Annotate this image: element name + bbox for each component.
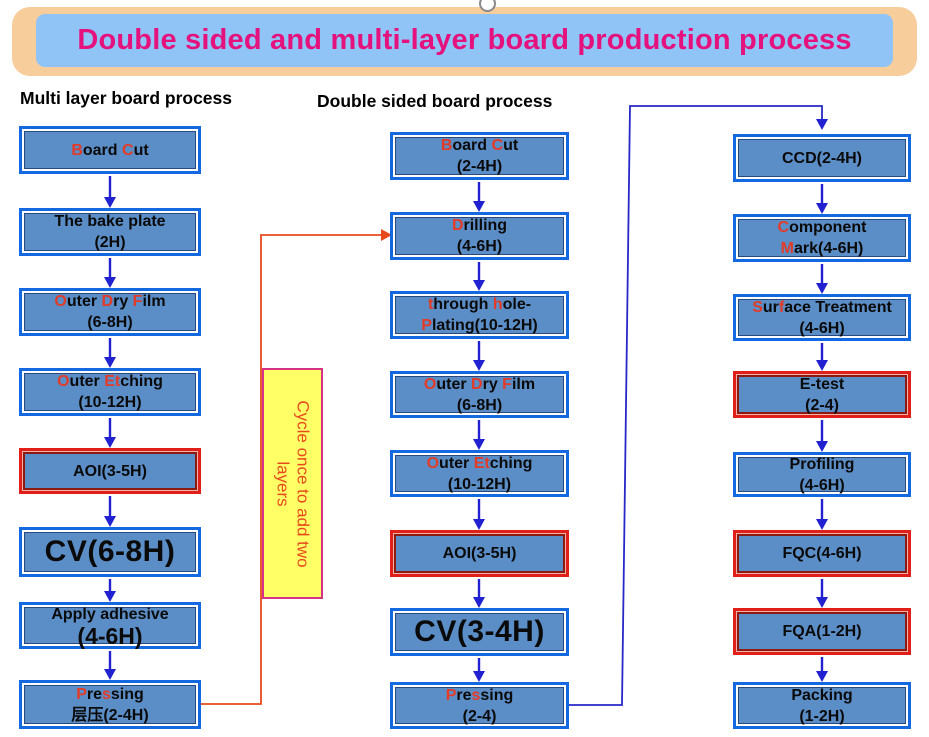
process-box-label: CV(6-8H) <box>44 535 176 568</box>
cycle-note-text: Cycle once to add two layers <box>264 371 321 596</box>
process-box-label: (10-12H) <box>78 394 142 411</box>
process-box-cv[interactable]: CV(3-4H) <box>390 608 569 656</box>
process-box-ccd[interactable]: CCD(2-4H) <box>733 134 911 182</box>
title-banner-inner: Double sided and multi-layer board produ… <box>36 14 893 67</box>
process-box-label: 层压(2-4H) <box>71 706 149 724</box>
process-box-label: E-test <box>799 375 845 393</box>
process-box-label: (6-8H) <box>87 314 133 331</box>
process-box-label: (2-4) <box>462 707 497 725</box>
process-box-label: (4-6H) <box>799 476 845 494</box>
process-box-aoi[interactable]: AOI(3-5H) <box>19 448 201 494</box>
page-title: Double sided and multi-layer board produ… <box>77 24 852 56</box>
process-box-label: Board Cut <box>71 141 149 159</box>
process-box-label: Drilling <box>451 217 508 234</box>
process-box-outer-dry-film[interactable]: Outer Dry Film (6-8H) <box>19 288 201 336</box>
process-box-cv[interactable]: CV(6-8H) <box>19 527 201 577</box>
process-box-label: (10-12H) <box>447 475 512 493</box>
process-box-label: The bake plate <box>54 213 166 230</box>
process-box-label: Outer Etching <box>57 373 163 390</box>
process-box-label: CCD(2-4H) <box>782 149 862 167</box>
process-box-label: (4-6H) <box>456 238 503 255</box>
process-box-label: through hole- <box>427 296 532 313</box>
process-box-label: FQC(4-6H) <box>782 545 862 562</box>
process-box-label: Outer Dry Film <box>54 293 166 310</box>
process-box-aoi[interactable]: AOI(3-5H) <box>390 530 569 577</box>
process-box-label: FQA(1-2H) <box>782 623 862 640</box>
process-box-label: Apply adhesive <box>51 605 169 623</box>
cycle-note[interactable]: Cycle once to add two layers <box>262 368 323 599</box>
process-box-apply-adhesive[interactable]: Apply adhesive(4-6H) <box>19 602 201 649</box>
process-box-label: Packing <box>791 686 853 704</box>
process-box-drilling[interactable]: Drilling (4-6H) <box>390 212 569 260</box>
process-box-label: Board Cut <box>440 137 519 154</box>
cycle-note-line2: layers <box>273 460 293 507</box>
process-box-board-cut[interactable]: Board Cut (2-4H) <box>390 132 569 180</box>
process-box-label: Pressing <box>76 685 144 703</box>
process-box-profiling[interactable]: Profiling (4-6H) <box>733 452 911 497</box>
process-box-e-test[interactable]: E-test (2-4) <box>733 371 911 418</box>
process-box-label: Surface Treatment <box>752 298 892 316</box>
process-box-fqa[interactable]: FQA(1-2H) <box>733 608 911 655</box>
process-box-label: (2-4H) <box>456 158 503 175</box>
process-box-label: CV(3-4H) <box>414 615 545 648</box>
process-box-label: AOI(3-5H) <box>73 462 147 480</box>
process-box-pressing[interactable]: Pressing (2-4) <box>390 682 569 729</box>
process-box-label: Outer Dry Film <box>423 375 536 393</box>
rotation-handle[interactable] <box>479 0 496 12</box>
title-banner[interactable]: Double sided and multi-layer board produ… <box>12 7 917 76</box>
process-box-label: Component <box>777 219 867 236</box>
process-box-label: Outer Etching <box>426 454 533 472</box>
process-box-through-hole-plating[interactable]: through hole- Plating(10-12H) <box>390 291 569 339</box>
process-box-outer-dry-film[interactable]: Outer Dry Film (6-8H) <box>390 371 569 418</box>
process-box-outer-etching[interactable]: Outer Etching (10-12H) <box>390 450 569 497</box>
process-box-board-cut[interactable]: Board Cut <box>19 126 201 174</box>
column-header-multi-layer: Multi layer board process <box>20 88 233 108</box>
process-box-label: Mark(4-6H) <box>780 240 864 257</box>
process-box-surface-treatment[interactable]: Surface Treatment (4-6H) <box>733 294 911 341</box>
process-box-label: Pressing <box>445 686 514 704</box>
process-box-label: (2H) <box>94 234 126 251</box>
process-box-outer-etching[interactable]: Outer Etching (10-12H) <box>19 368 201 416</box>
process-box-label: AOI(3-5H) <box>442 545 517 562</box>
process-box-packing[interactable]: Packing (1-2H) <box>733 682 911 729</box>
process-box-label: (2-4) <box>805 396 839 414</box>
process-box-label: (4-6H) <box>799 319 845 337</box>
process-box-fqc[interactable]: FQC(4-6H) <box>733 530 911 577</box>
process-box-label: (4-6H) <box>77 622 143 649</box>
process-box-label: (6-8H) <box>456 396 503 414</box>
process-box-bake-plate[interactable]: The bake plate (2H) <box>19 208 201 256</box>
process-box-pressing[interactable]: Pressing 层压(2-4H) <box>19 680 201 729</box>
process-box-label: (1-2H) <box>799 707 845 725</box>
process-box-label: Profiling <box>789 455 855 473</box>
column-header-double-sided: Double sided board process <box>317 91 553 111</box>
cycle-note-line1: Cycle once to add two <box>293 399 313 568</box>
process-box-label: Plating(10-12H) <box>421 317 538 334</box>
